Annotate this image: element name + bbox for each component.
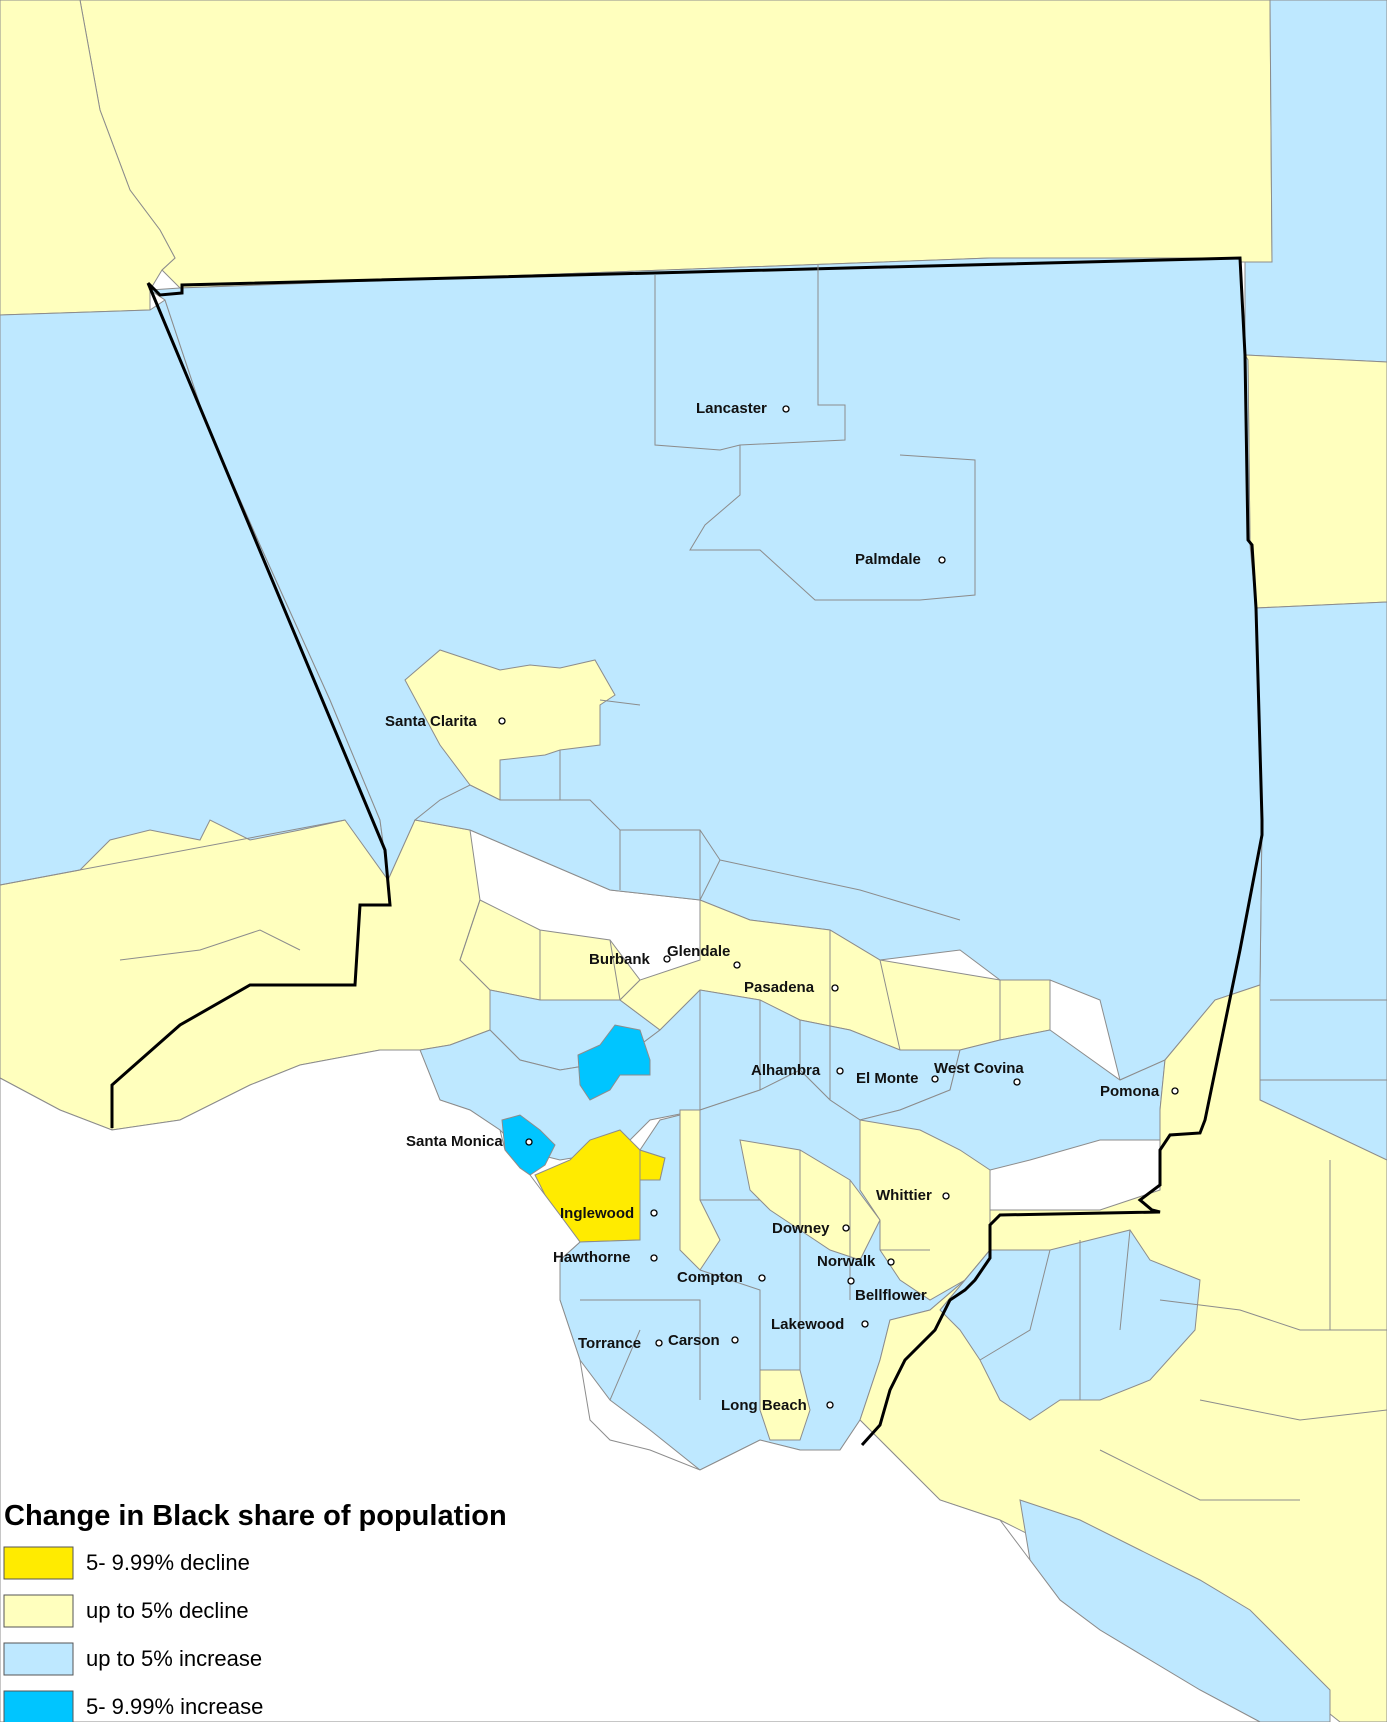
city-label: Pomona bbox=[1100, 1083, 1160, 1100]
region-antelope-valley bbox=[148, 257, 1263, 1081]
city-label: Downey bbox=[772, 1220, 830, 1237]
pacific-ocean bbox=[0, 1049, 1261, 1722]
city-marker bbox=[758, 1274, 766, 1282]
city-marker bbox=[731, 1336, 739, 1344]
city-marker bbox=[1013, 1078, 1021, 1086]
city-label: El Monte bbox=[856, 1070, 919, 1087]
city-marker bbox=[887, 1258, 895, 1266]
city-label: Alhambra bbox=[751, 1062, 821, 1079]
city-marker bbox=[498, 717, 506, 725]
city-label: Lakewood bbox=[771, 1316, 844, 1333]
city-marker bbox=[826, 1401, 834, 1409]
city-marker bbox=[733, 961, 741, 969]
city-label: Long Beach bbox=[721, 1397, 807, 1414]
city-label: Bellflower bbox=[855, 1287, 927, 1304]
legend-swatch bbox=[3, 1690, 74, 1722]
city-marker bbox=[782, 405, 790, 413]
region-san-bernardino-south bbox=[1255, 601, 1387, 1161]
city-marker bbox=[650, 1254, 658, 1262]
legend: Change in Black share of population 5- 9… bbox=[3, 1500, 507, 1722]
city-label: Burbank bbox=[589, 951, 651, 968]
city-label: Santa Clarita bbox=[385, 713, 477, 730]
legend-label: up to 5% increase bbox=[86, 1646, 262, 1671]
city-label: Glendale bbox=[667, 943, 730, 960]
city-marker bbox=[1171, 1087, 1179, 1095]
legend-swatch bbox=[3, 1546, 74, 1580]
city-label: Lancaster bbox=[696, 400, 767, 417]
region-orange-county-north bbox=[939, 1229, 1201, 1421]
city-label: Hawthorne bbox=[553, 1249, 631, 1266]
city-marker bbox=[836, 1067, 844, 1075]
legend-swatch bbox=[3, 1594, 74, 1628]
legend-label: 5- 9.99% decline bbox=[86, 1550, 250, 1575]
city-marker bbox=[663, 955, 671, 963]
region-kern-county bbox=[0, 0, 1387, 289]
county-boundary bbox=[110, 256, 1264, 1447]
city-marker bbox=[942, 1192, 950, 1200]
city-marker bbox=[650, 1209, 658, 1217]
region-whittier bbox=[859, 1119, 991, 1301]
city-label: Santa Monica bbox=[406, 1133, 503, 1150]
district-lines bbox=[0, 265, 1387, 1501]
legend-label: 5- 9.99% increase bbox=[86, 1694, 263, 1719]
city-label: West Covina bbox=[934, 1060, 1024, 1077]
region-san-bernardino-mid bbox=[1244, 354, 1387, 609]
city-label: Whittier bbox=[876, 1187, 932, 1204]
city-label: Carson bbox=[668, 1332, 720, 1349]
legend-label: up to 5% decline bbox=[86, 1598, 249, 1623]
region-sfv-north bbox=[413, 784, 721, 901]
city-marker bbox=[938, 556, 946, 564]
city-marker bbox=[931, 1075, 939, 1083]
region-west-la-increase bbox=[577, 1024, 651, 1101]
city-marker bbox=[525, 1138, 533, 1146]
city-label: Palmdale bbox=[855, 551, 921, 568]
legend-title: Change in Black share of population bbox=[4, 1500, 507, 1532]
city-label: Norwalk bbox=[817, 1253, 876, 1270]
city-marker bbox=[831, 984, 839, 992]
city-marker bbox=[655, 1339, 663, 1347]
city-marker bbox=[861, 1320, 869, 1328]
city-label: Pasadena bbox=[744, 979, 815, 996]
city-label: Compton bbox=[677, 1269, 743, 1286]
city-marker bbox=[847, 1277, 855, 1285]
city-marker bbox=[842, 1224, 850, 1232]
city-label: Torrance bbox=[578, 1335, 641, 1352]
legend-items: 5- 9.99% decline up to 5% decline up to 5%… bbox=[3, 1546, 263, 1722]
legend-swatch bbox=[3, 1642, 74, 1676]
city-label: Inglewood bbox=[560, 1205, 634, 1222]
